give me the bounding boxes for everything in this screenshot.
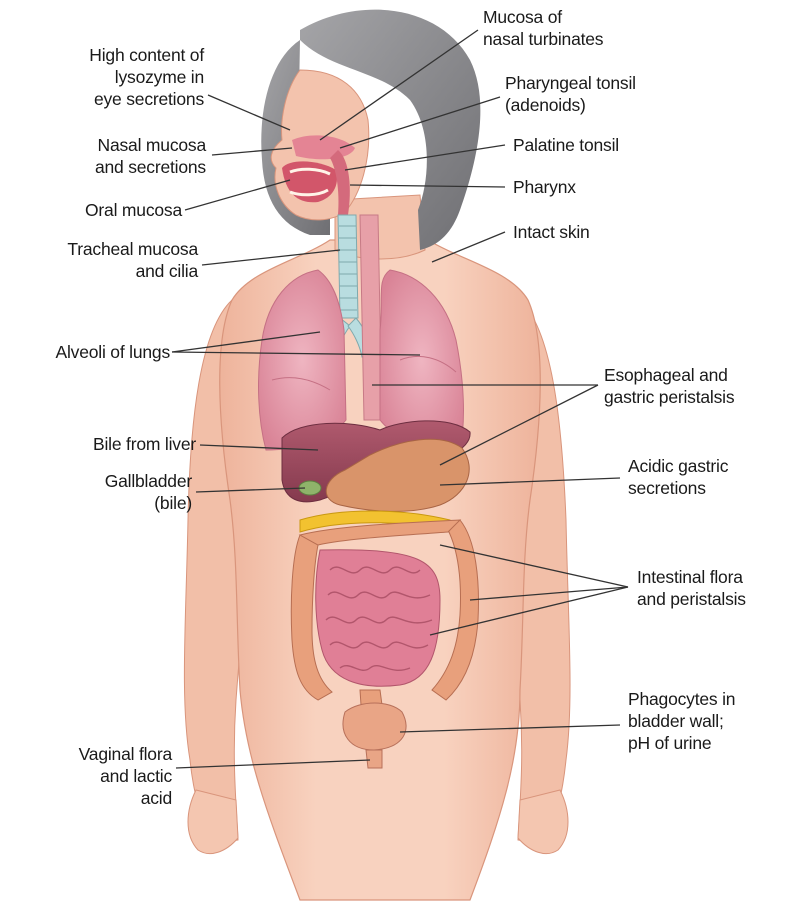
label-intestinal-flora: Intestinal flora and peristalsis [637, 566, 783, 610]
label-nasal-mucosa: Nasal mucosa and secretions [40, 134, 206, 178]
label-lysozyme: High content of lysozyme in eye secretio… [40, 44, 204, 110]
leader-turbinates [320, 30, 478, 140]
leader-gallbladder [196, 488, 305, 492]
leader-intact-skin [432, 232, 505, 262]
leader-gastric [440, 385, 598, 465]
label-pharynx: Pharynx [513, 176, 713, 198]
label-acidic-gastric: Acidic gastric secretions [628, 455, 778, 499]
label-vaginal-flora: Vaginal flora and lactic acid [10, 743, 172, 809]
label-phagocytes: Phagocytes in bladder wall; pH of urine [628, 688, 778, 754]
leader-nasal-mucosa [212, 148, 292, 155]
leader-bile-liver [200, 445, 318, 450]
leader-lysozyme [208, 95, 290, 130]
label-pharyngeal-tonsil: Pharyngeal tonsil (adenoids) [505, 72, 705, 116]
leader-palatine [345, 145, 505, 170]
leader-tracheal [202, 250, 340, 265]
leader-phagocytes [400, 725, 620, 732]
leader-vaginal [176, 760, 370, 768]
leader-oral-mucosa [185, 180, 290, 210]
label-intact-skin: Intact skin [513, 221, 713, 243]
label-palatine-tonsil: Palatine tonsil [513, 134, 713, 156]
label-tracheal-mucosa: Tracheal mucosa and cilia [20, 238, 198, 282]
leader-pharyngeal [340, 97, 500, 148]
label-oral-mucosa: Oral mucosa [40, 199, 182, 221]
leader-alveoli-right [172, 352, 420, 355]
leader-intestinal-3 [430, 587, 628, 635]
label-gallbladder: Gallbladder (bile) [40, 470, 192, 514]
label-nasal-turbinates: Mucosa of nasal turbinates [483, 6, 683, 50]
label-bile-liver: Bile from liver [10, 433, 196, 455]
leader-pharynx [350, 185, 505, 187]
label-peristalsis: Esophageal and gastric peristalsis [604, 364, 784, 408]
leader-intestinal-1 [440, 545, 628, 587]
label-alveoli: Alveoli of lungs [10, 341, 170, 363]
leader-acidic [440, 478, 620, 485]
leader-intestinal-2 [470, 587, 628, 600]
leader-alveoli-left [172, 332, 320, 352]
